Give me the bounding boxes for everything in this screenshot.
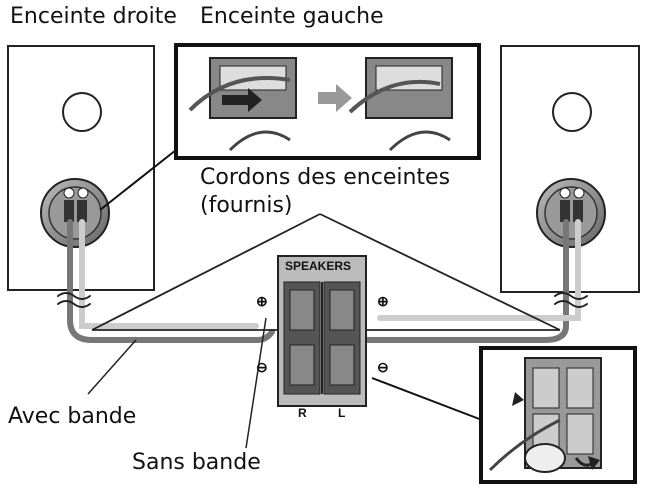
left-speaker-cabinet [500,45,640,293]
channel-r-label: R [298,406,307,420]
cord-bracket-lines [91,213,561,331]
panel-plus-right: ⊕ [377,293,389,309]
cords-label-line2: (fournis) [200,193,293,218]
without-stripe-label: Sans bande [132,450,261,475]
channel-l-label: L [338,406,346,420]
speakers-terminal-panel [277,255,367,407]
cords-label-line1: Cordons des enceintes [200,165,451,190]
left-speaker-label: Enceinte gauche [200,4,384,29]
with-stripe-label: Avec bande [8,404,137,429]
panel-minus-right: ⊖ [377,359,389,375]
panel-plus-left: ⊕ [256,293,268,309]
speakers-panel-label: SPEAKERS [285,259,352,273]
right-speaker-cabinet [7,45,155,291]
right-speaker-label: Enceinte droite [10,4,177,29]
inset-panel-terminal [371,346,637,484]
panel-minus-left: ⊖ [256,359,268,375]
inset-speaker-terminal [99,43,481,211]
leader-lines [87,317,267,449]
